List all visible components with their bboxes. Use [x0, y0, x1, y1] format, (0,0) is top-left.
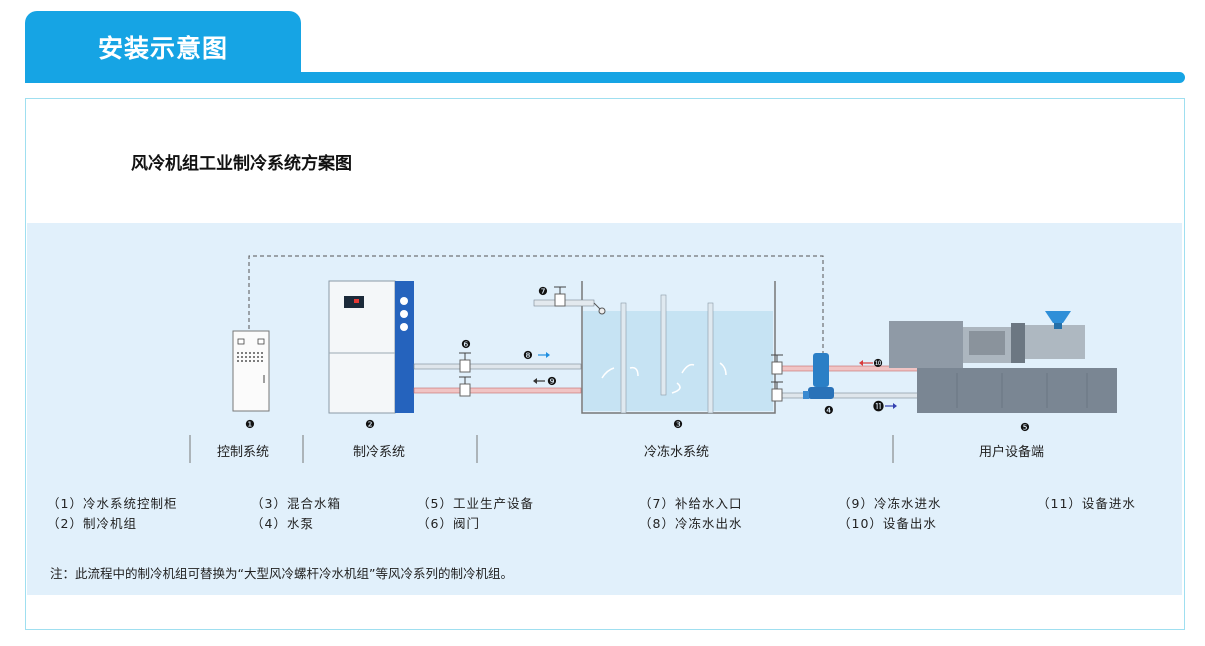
legend-item: （9）冷冻水进水 — [838, 496, 942, 511]
legend-item: （10）设备出水 — [838, 516, 937, 531]
section-label-user: 用户设备端 — [979, 445, 1045, 460]
user-supply-pipe — [774, 392, 924, 399]
marker-1: ❶ — [245, 418, 255, 431]
water-pump — [803, 353, 834, 399]
chiller-unit — [328, 280, 414, 414]
diagram-title: 风冷机组工业制冷系统方案图 — [131, 154, 352, 174]
numbered-markers: ❶ ❷ ❸ ❹ ❺ ❻ ❼ ❽ ❾ ❿ ⓫ — [245, 285, 1030, 434]
control-cabinet — [232, 330, 270, 412]
section-label-chiller: 制冷系统 — [353, 445, 406, 460]
marker-11: ⓫ — [873, 400, 884, 413]
section-label-control: 控制系统 — [217, 445, 270, 460]
diagram-area: ❶ ❷ ❸ ❹ ❺ ❻ ❼ ❽ ❾ ❿ ⓫ 控制系统 制冷系统 冷冻水系统 — [27, 223, 1182, 595]
user-equipment — [889, 311, 1117, 413]
marker-3: ❸ — [673, 418, 683, 431]
legend-item: （6）阀门 — [417, 516, 480, 531]
section-label-chilled-water: 冷冻水系统 — [644, 445, 710, 460]
valve-icon-2 — [771, 354, 783, 402]
legend-item: （8）冷冻水出水 — [639, 516, 743, 531]
marker-10: ❿ — [873, 357, 883, 370]
legend-item: （4）水泵 — [251, 516, 314, 531]
marker-8: ❽ — [523, 349, 533, 362]
makeup-water-inlet — [533, 286, 606, 315]
return-pipe — [413, 387, 582, 394]
valve-icon — [459, 352, 471, 397]
legend-item: （1）冷水系统控制柜 — [47, 496, 178, 511]
legend-item: （11）设备进水 — [1037, 496, 1136, 511]
diagram-panel: 风冷机组工业制冷系统方案图 — [25, 98, 1185, 630]
section-dividers — [189, 435, 894, 463]
legend-item: （7）补给水入口 — [639, 496, 743, 511]
marker-6: ❻ — [461, 338, 471, 351]
system-diagram: ❶ ❷ ❸ ❹ ❺ ❻ ❼ ❽ ❾ ❿ ⓫ — [189, 255, 1117, 463]
tab-title[interactable]: 安装示意图 — [25, 11, 301, 83]
legend-item: （5）工业生产设备 — [417, 496, 534, 511]
section-header: 安装示意图 — [25, 11, 1185, 83]
marker-9: ❾ — [547, 375, 557, 388]
control-signal-line — [248, 255, 824, 353]
header-underline — [25, 72, 1185, 83]
legend-item: （2）制冷机组 — [47, 516, 137, 531]
marker-2: ❷ — [365, 418, 375, 431]
supply-pipe — [413, 363, 582, 370]
marker-7: ❼ — [538, 285, 548, 298]
mixing-tank — [581, 281, 776, 414]
marker-4: ❹ — [824, 404, 834, 417]
marker-5: ❺ — [1020, 421, 1030, 434]
legend-item: （3）混合水箱 — [251, 496, 341, 511]
diagram-note: 注：此流程中的制冷机组可替换为“大型风冷螺杆冷水机组”等风冷系列的制冷机组。 — [50, 566, 513, 581]
